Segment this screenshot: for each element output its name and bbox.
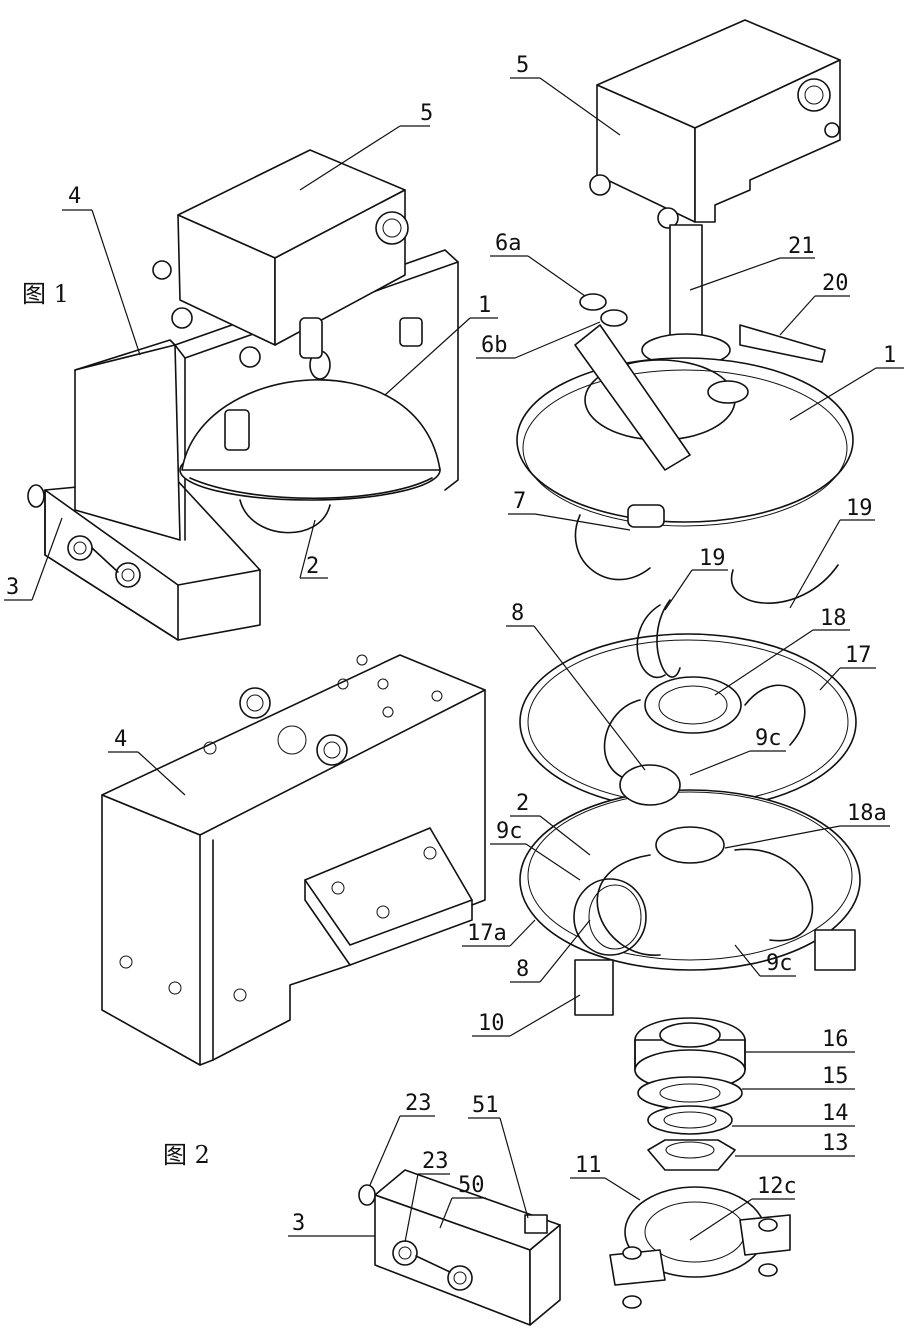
label-4: 4 — [68, 184, 81, 209]
label-12c: 12c — [757, 1174, 797, 1199]
label-51: 51 — [472, 1093, 499, 1118]
frame-4-side-wall — [102, 795, 200, 1065]
housing-1 — [517, 358, 853, 522]
label-15: 15 — [822, 1064, 849, 1089]
arm-20 — [740, 325, 825, 362]
label-2: 2 — [306, 554, 319, 579]
label-1: 1 — [883, 343, 896, 368]
label-10: 10 — [478, 1011, 505, 1036]
label-9c: 9c — [755, 726, 782, 751]
label-19: 19 — [699, 546, 726, 571]
bolt-head — [116, 563, 140, 587]
exploded-view — [517, 20, 860, 1308]
figure-2-title: 图 2 — [163, 1141, 210, 1169]
label-20: 20 — [822, 271, 849, 296]
bolt-head — [317, 735, 347, 765]
label-5: 5 — [420, 101, 433, 126]
label-9c: 9c — [766, 951, 793, 976]
label-4: 4 — [114, 727, 127, 752]
washer-15 — [638, 1077, 742, 1109]
label-3: 3 — [292, 1211, 305, 1236]
figure-1-assembly — [28, 150, 458, 640]
label-19: 19 — [846, 496, 873, 521]
leg-10 — [575, 960, 613, 1015]
label-3: 3 — [6, 575, 19, 600]
label-6a: 6a — [495, 231, 522, 256]
label-18a: 18a — [847, 801, 887, 826]
label-1: 1 — [478, 293, 491, 318]
side-pin — [28, 485, 44, 507]
housing-1-dome — [182, 380, 440, 470]
frame-4-top-plate — [102, 655, 485, 835]
label-14: 14 — [822, 1101, 849, 1126]
label-23: 23 — [405, 1091, 432, 1116]
label-6b: 6b — [481, 333, 508, 358]
frame-4-front — [75, 345, 180, 540]
ring-14 — [648, 1106, 732, 1134]
label-18: 18 — [820, 606, 847, 631]
frame-4-bottom-flange — [305, 828, 472, 945]
figure-2-frame-part — [102, 655, 485, 1065]
label-17a: 17a — [467, 921, 507, 946]
label-11: 11 — [575, 1153, 602, 1178]
label-7: 7 — [513, 489, 526, 514]
label-13: 13 — [822, 1131, 849, 1156]
label-50: 50 — [458, 1173, 485, 1198]
label-8: 8 — [511, 601, 524, 626]
label-8: 8 — [516, 957, 529, 982]
port-fitting — [376, 212, 408, 244]
label-2: 2 — [516, 791, 529, 816]
label-17: 17 — [845, 643, 872, 668]
shaft-21 — [670, 225, 702, 340]
label-21: 21 — [788, 234, 815, 259]
label-9c: 9c — [496, 819, 523, 844]
pin-23 — [359, 1185, 375, 1205]
bolt-head — [240, 688, 270, 718]
label-5: 5 — [516, 53, 529, 78]
figure-1-title: 图 1 — [22, 280, 69, 308]
hex-nut-13 — [648, 1140, 735, 1170]
label-23: 23 — [422, 1149, 449, 1174]
bolt-head — [68, 536, 92, 560]
label-16: 16 — [822, 1027, 849, 1052]
